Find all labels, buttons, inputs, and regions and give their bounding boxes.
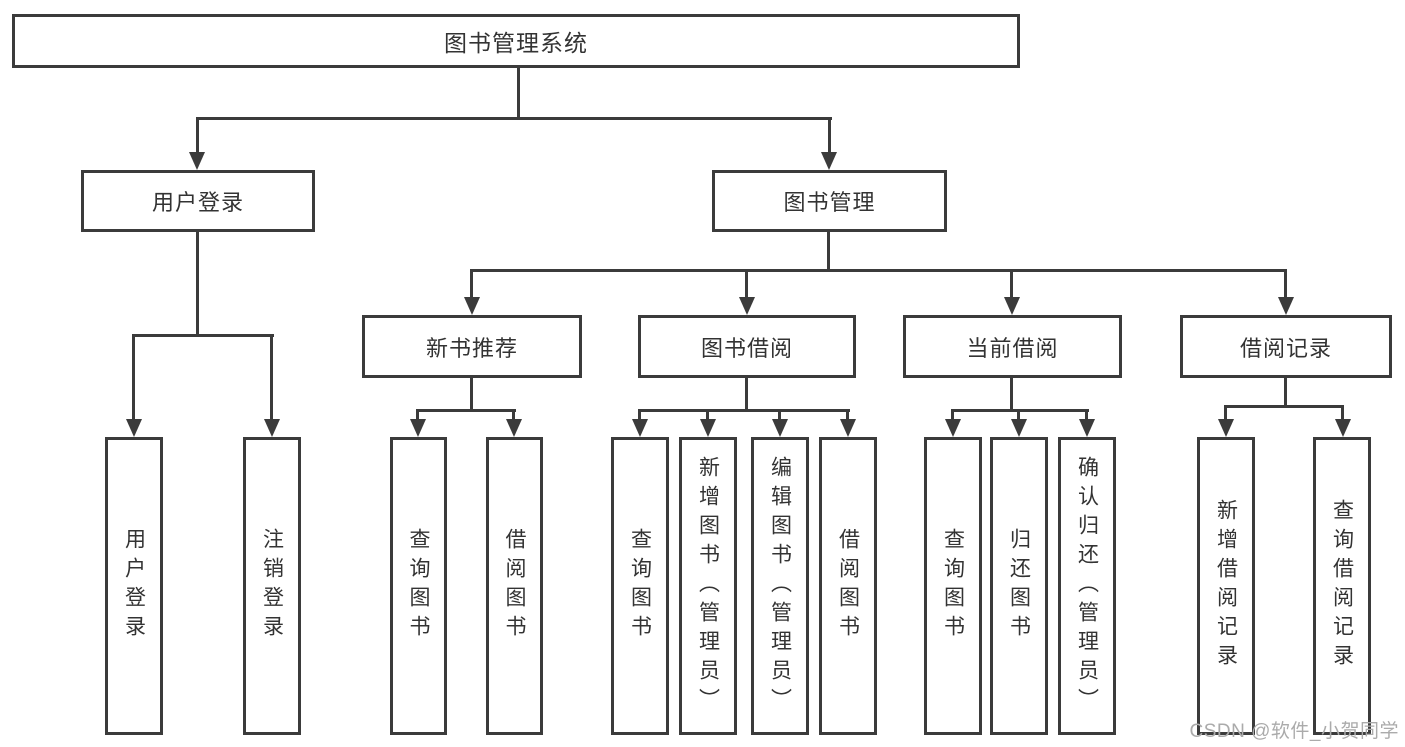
connector-line <box>1010 269 1013 301</box>
arrow-down-icon <box>1335 419 1351 437</box>
connector-line <box>745 378 748 412</box>
connector-line <box>416 409 516 412</box>
leaf-label: 借阅图书 <box>836 528 860 644</box>
node-current-borrow: 当前借阅 <box>903 315 1122 378</box>
connector-line <box>1284 378 1287 408</box>
arrow-down-icon <box>1278 297 1294 315</box>
leaf-borrow-books-1: 借阅图书 <box>486 437 543 735</box>
leaf-add-book-admin: 新增图书（管理员） <box>679 437 737 735</box>
leaf-logout: 注销登录 <box>243 437 301 735</box>
connector-line <box>470 269 1287 272</box>
connector-line <box>827 230 830 272</box>
connector-line <box>470 378 473 412</box>
leaf-query-borrow-record: 查询借阅记录 <box>1313 437 1371 735</box>
node-label: 图书管理系统 <box>444 30 588 56</box>
leaf-query-books-1: 查询图书 <box>390 437 447 735</box>
connector-line <box>1224 405 1344 408</box>
connector-line <box>1017 409 1020 425</box>
arrow-down-icon <box>1218 419 1234 437</box>
leaf-borrow-books-2: 借阅图书 <box>819 437 877 735</box>
arrow-down-icon <box>739 297 755 315</box>
connector-line <box>512 409 515 425</box>
arrow-down-icon <box>840 419 856 437</box>
leaf-label: 查询借阅记录 <box>1330 499 1354 673</box>
arrow-down-icon <box>189 152 205 170</box>
leaf-edit-book-admin: 编辑图书（管理员） <box>751 437 809 735</box>
leaf-return-books: 归还图书 <box>990 437 1048 735</box>
leaf-label: 查询图书 <box>941 528 965 644</box>
leaf-label: 新增借阅记录 <box>1214 499 1238 673</box>
connector-line <box>1010 378 1013 412</box>
leaf-label: 编辑图书（管理员） <box>768 455 792 717</box>
node-user-login: 用户登录 <box>81 170 315 232</box>
arrow-down-icon <box>772 419 788 437</box>
connector-line <box>470 269 473 301</box>
node-book-borrow: 图书借阅 <box>638 315 856 378</box>
leaf-label: 归还图书 <box>1007 528 1031 644</box>
leaf-add-borrow-record: 新增借阅记录 <box>1197 437 1255 735</box>
leaf-confirm-return-admin: 确认归还（管理员） <box>1058 437 1116 735</box>
connector-line <box>951 409 1089 412</box>
connector-line <box>778 409 781 425</box>
node-label: 当前借阅 <box>966 335 1059 361</box>
arrow-down-icon <box>1079 419 1095 437</box>
connector-line <box>416 409 419 425</box>
leaf-user-login: 用户登录 <box>105 437 163 735</box>
leaf-label: 借阅图书 <box>503 528 526 644</box>
node-label: 新书推荐 <box>425 335 518 361</box>
csdn-watermark: CSDN @软件_小贺同学 <box>1189 721 1399 742</box>
connector-line <box>828 117 831 157</box>
connector-line <box>706 409 709 425</box>
arrow-down-icon <box>126 419 142 437</box>
connector-line <box>517 68 520 120</box>
node-borrow-records: 借阅记录 <box>1180 315 1392 378</box>
arrow-down-icon <box>821 152 837 170</box>
leaf-query-books-2: 查询图书 <box>611 437 669 735</box>
connector-line <box>1284 269 1287 301</box>
connector-line <box>196 230 199 336</box>
leaf-label: 新增图书（管理员） <box>696 455 720 717</box>
arrow-down-icon <box>1011 419 1027 437</box>
connector-line <box>1085 409 1088 425</box>
connector-line <box>846 409 849 425</box>
connector-line <box>196 117 199 157</box>
connector-line <box>132 334 274 337</box>
arrow-down-icon <box>632 419 648 437</box>
connector-line <box>1341 405 1344 425</box>
leaf-query-books-3: 查询图书 <box>924 437 982 735</box>
leaf-label: 查询图书 <box>407 528 430 644</box>
leaf-label: 确认归还（管理员） <box>1075 455 1099 717</box>
leaf-label: 用户登录 <box>122 528 146 644</box>
connector-line <box>270 334 273 424</box>
connector-line <box>745 269 748 301</box>
arrow-down-icon <box>945 419 961 437</box>
arrow-down-icon <box>506 419 522 437</box>
node-new-book-recommend: 新书推荐 <box>362 315 582 378</box>
node-label: 图书借阅 <box>700 335 793 361</box>
node-root-system: 图书管理系统 <box>12 14 1020 68</box>
node-book-management: 图书管理 <box>712 170 947 232</box>
leaf-label: 查询图书 <box>628 528 652 644</box>
arrow-down-icon <box>264 419 280 437</box>
node-label: 图书管理 <box>783 190 876 215</box>
arrow-down-icon <box>700 419 716 437</box>
arrow-down-icon <box>1004 297 1020 315</box>
node-label: 用户登录 <box>151 190 244 215</box>
connector-line <box>638 409 641 425</box>
connector-line <box>951 409 954 425</box>
connector-line <box>196 117 832 120</box>
connector-line <box>132 334 135 424</box>
arrow-down-icon <box>410 419 426 437</box>
connector-line <box>1224 405 1227 425</box>
leaf-label: 注销登录 <box>260 528 284 644</box>
node-label: 借阅记录 <box>1239 335 1332 361</box>
arrow-down-icon <box>464 297 480 315</box>
connector-line <box>638 409 850 412</box>
